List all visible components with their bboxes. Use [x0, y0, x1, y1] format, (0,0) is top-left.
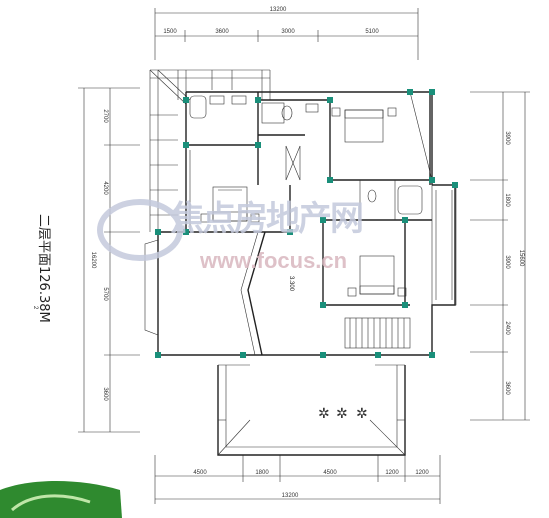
plant-3-icon: ✲: [356, 406, 368, 422]
right-dim-3: 3900: [504, 255, 510, 269]
left-dim-1: 2700: [102, 109, 108, 123]
main-stair: [344, 317, 411, 349]
bedroom-3: [347, 255, 407, 297]
top-total-dim: 13200: [270, 7, 287, 13]
plant-1-icon: ✲: [318, 406, 330, 422]
bedroom-2: [331, 107, 397, 143]
left-dim-3: 5700: [102, 287, 108, 301]
stair-void: [240, 145, 301, 356]
right-dimensions: 15600 3900 1800 3900 2400 3600: [470, 91, 530, 421]
terrace: ✲ ✲ ✲: [217, 364, 406, 456]
bottom-dim-3: 4500: [323, 470, 337, 476]
watermark: 焦点房地产网 www.focus.cn: [97, 199, 364, 273]
bottom-total-dim: 13200: [282, 493, 299, 499]
right-dim-4: 2400: [504, 321, 510, 335]
right-dim-2: 1800: [504, 193, 510, 207]
top-dimensions: 13200 1500 3600 3000 5100: [154, 7, 419, 60]
top-dim-2: 3600: [215, 29, 229, 35]
corner-badge: [0, 481, 122, 518]
left-dim-4: 3600: [102, 387, 108, 401]
left-total-dim: 16200: [90, 252, 96, 269]
top-dim-4: 5100: [365, 29, 379, 35]
level-mark: 3.300: [288, 276, 294, 292]
bottom-dim-5: 1200: [415, 470, 429, 476]
plant-2-icon: ✲: [336, 406, 348, 422]
top-dim-1: 1500: [163, 29, 177, 35]
watermark-url: www.focus.cn: [199, 248, 347, 273]
plan-title-sup: 2: [32, 306, 38, 310]
left-dimensions: 16200 2700 4200 5700 3600: [78, 87, 140, 433]
plan-title-text: 二层平面126.38M: [36, 214, 51, 323]
left-bay: [144, 239, 159, 336]
bathroom-fixtures: [189, 95, 423, 215]
level-mark-text: 3.300: [288, 276, 294, 292]
right-dim-5: 3600: [504, 381, 510, 395]
right-balcony: [409, 91, 457, 306]
watermark-logo-icon: [97, 199, 183, 261]
interior-walls: [186, 92, 432, 306]
bottom-dim-4: 1200: [385, 470, 399, 476]
bottom-dim-2: 1800: [255, 470, 269, 476]
leaf-badge-icon: [0, 481, 122, 518]
bedroom-1: [189, 150, 260, 232]
bottom-dimensions: 4500 1800 4500 1200 1200 13200: [154, 455, 441, 504]
right-dim-1: 3900: [504, 131, 510, 145]
top-dim-3: 3000: [281, 29, 295, 35]
exterior-walls: [157, 91, 456, 356]
plan-title: 二层平面126.38M 2: [32, 214, 51, 323]
left-dim-2: 4200: [102, 181, 108, 195]
right-total-dim: 15600: [518, 250, 524, 267]
structural-columns: [155, 89, 458, 358]
bottom-dim-1: 4500: [193, 470, 207, 476]
watermark-cn: 焦点房地产网: [170, 200, 362, 238]
